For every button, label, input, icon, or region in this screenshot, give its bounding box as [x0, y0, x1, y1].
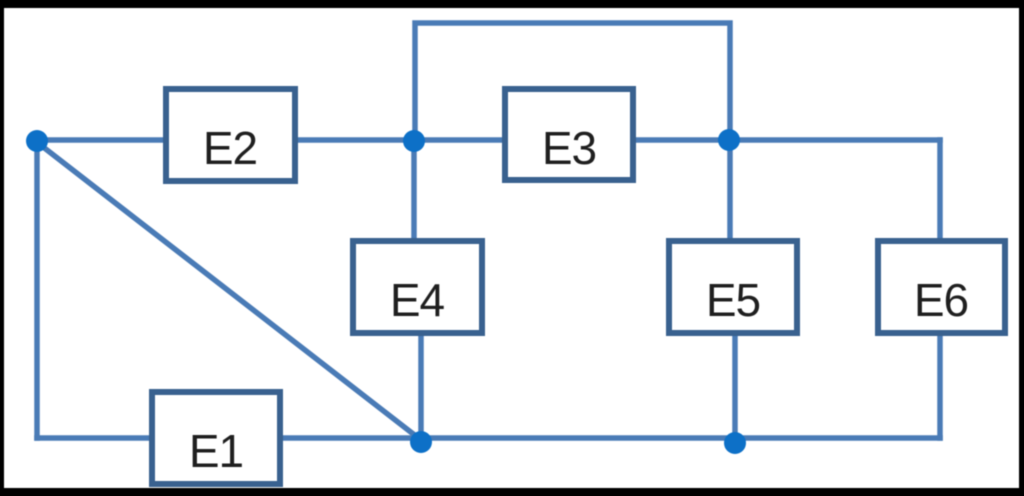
box-e5: E5	[666, 238, 800, 336]
wire-top-arc	[412, 20, 733, 143]
box-e6-label: E6	[914, 274, 968, 326]
box-e2-rect	[163, 86, 298, 184]
box-e1-rect	[149, 389, 283, 487]
box-e6: E6	[875, 238, 1008, 336]
junction-dot-bottom-e5	[724, 432, 746, 454]
junction-dot-left-node	[26, 130, 48, 152]
box-e4: E4	[350, 238, 485, 336]
junction-dot-e2-e3	[403, 130, 425, 152]
junction-dot-bottom-e4	[410, 431, 432, 453]
box-e1: E1	[149, 389, 283, 487]
box-e4-label: E4	[390, 274, 445, 326]
junction-dot-e3-right	[718, 129, 740, 151]
box-e3-rect	[502, 86, 636, 183]
box-e2: E2	[163, 86, 298, 184]
box-e3-label: E3	[542, 122, 596, 174]
box-e4-rect	[350, 238, 485, 336]
wire-diagonal	[34, 139, 425, 444]
box-e5-rect	[666, 238, 800, 336]
box-e6-rect	[875, 238, 1008, 336]
junction-dots	[26, 129, 746, 454]
box-e3: E3	[502, 86, 636, 183]
box-e5-label: E5	[706, 274, 760, 326]
box-e2-label: E2	[203, 122, 257, 174]
box-e1-label: E1	[189, 425, 243, 477]
